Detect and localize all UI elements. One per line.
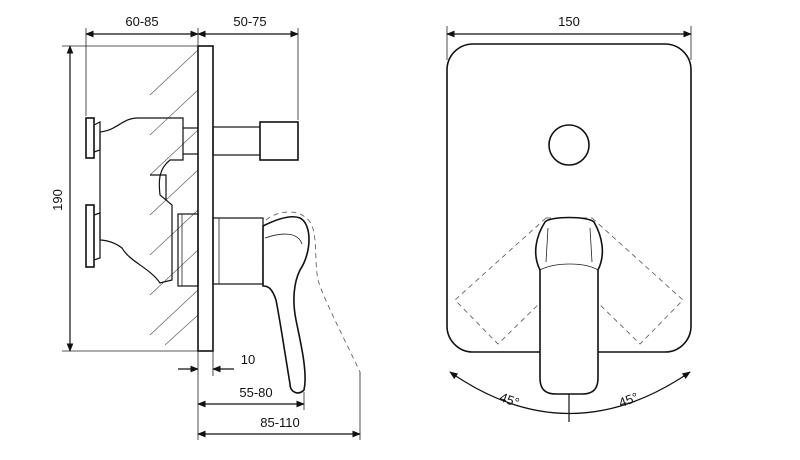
dim-60-85: 60-85: [125, 14, 158, 29]
valve-body: [99, 117, 184, 284]
lever-rotated-outline: [265, 211, 361, 373]
lever-handle: [262, 215, 310, 394]
mixer-body: [212, 217, 264, 285]
rear-flange-top: [85, 117, 95, 159]
diverter-knob: [259, 121, 299, 161]
wall-plate: [197, 45, 214, 352]
side-dimensions: 60-85 50-75 190 10 55-80 85-110: [50, 14, 361, 440]
dim-55-80: 55-80: [239, 385, 272, 400]
cartridge-sleeve: [177, 213, 199, 287]
side-view: 60-85 50-75 190 10 55-80 85-110: [50, 14, 361, 440]
dim-85-110: 85-110: [260, 415, 300, 430]
diverter-stem: [212, 126, 264, 156]
diverter-button: [548, 124, 590, 166]
angle-left: 45°: [498, 389, 522, 410]
dim-10: 10: [241, 352, 255, 367]
lever-front: [534, 216, 604, 395]
angle-right: 45°: [617, 389, 641, 410]
rear-flange-bottom: [85, 204, 95, 268]
dim-150: 150: [558, 14, 580, 29]
dim-50-75: 50-75: [233, 14, 266, 29]
wall-hatching: [149, 49, 199, 346]
dim-190: 190: [50, 189, 65, 211]
front-view: 150 45° 45°: [446, 14, 692, 422]
